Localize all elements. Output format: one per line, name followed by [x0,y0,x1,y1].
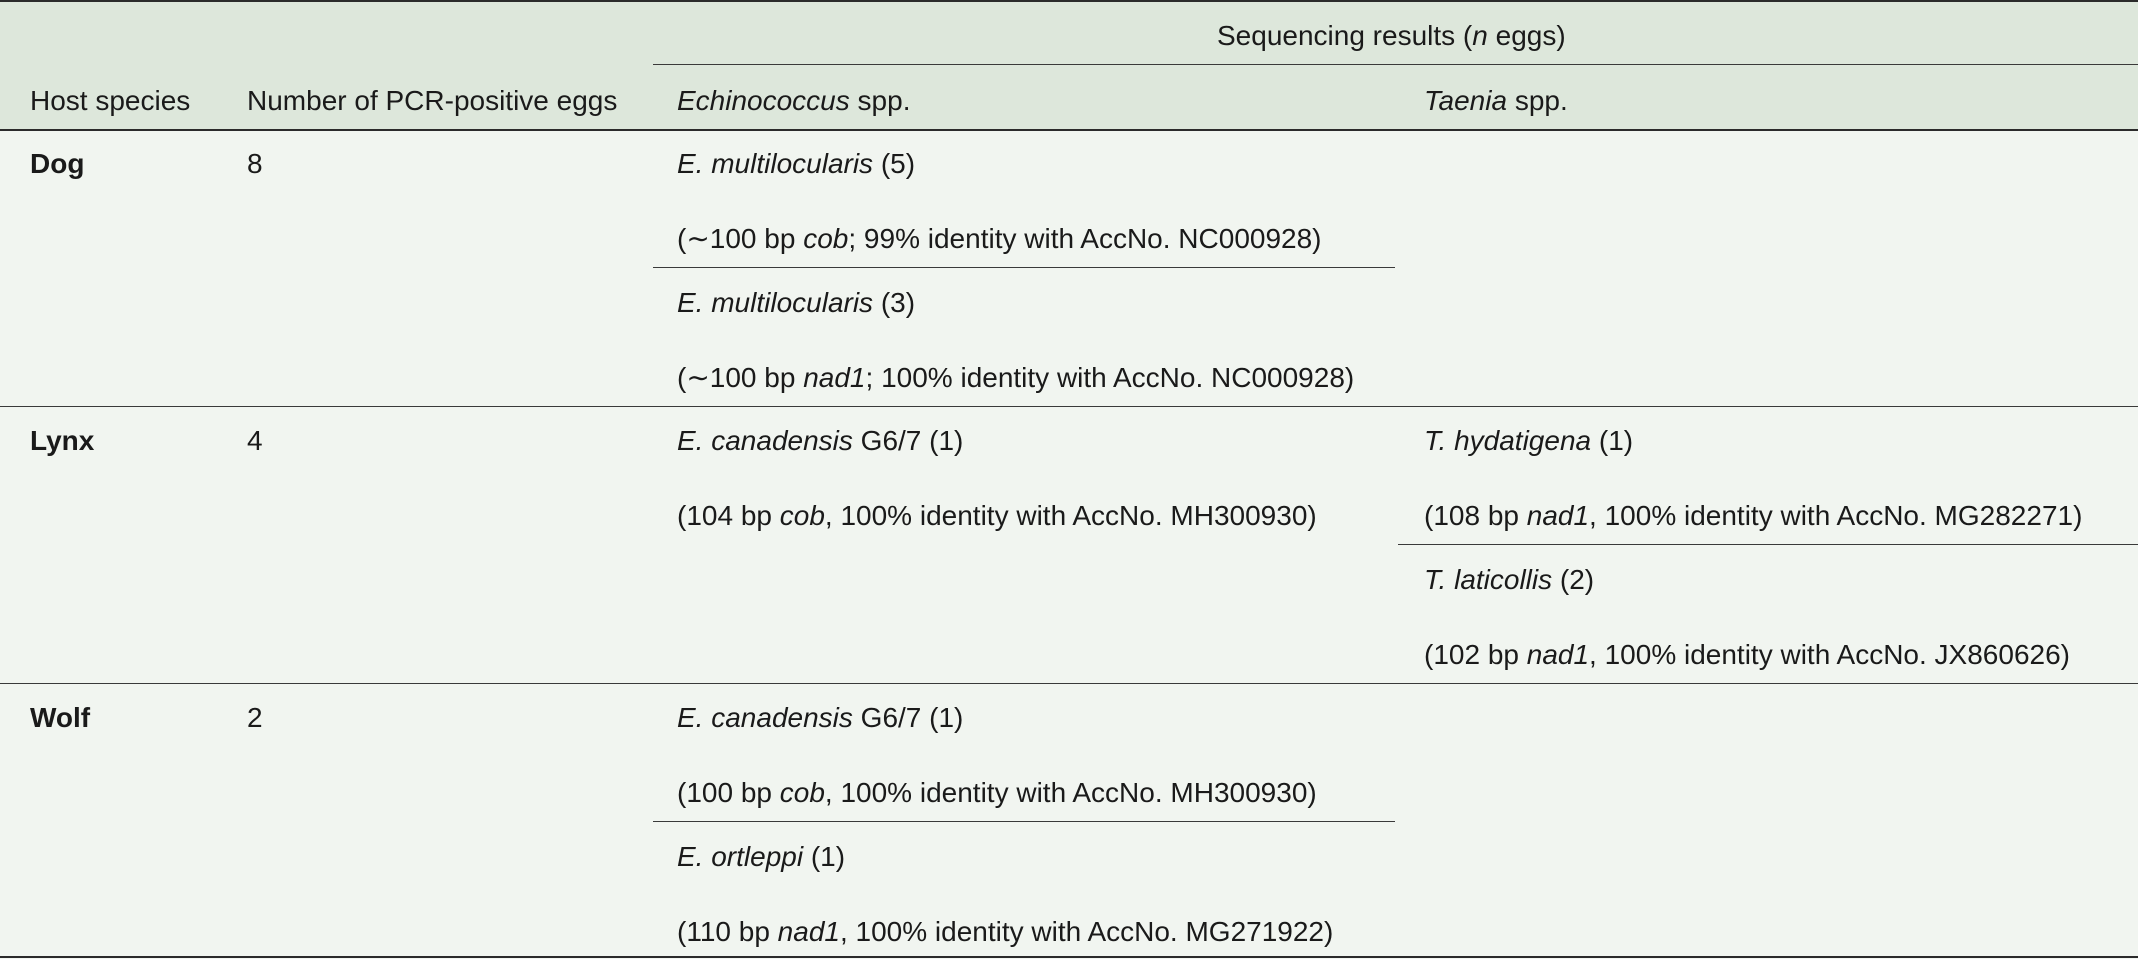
dog-echinococcus-2-detail: (∼100 bp nad1; 100% identity with AccNo.… [677,362,1355,393]
count-dog: 8 [247,148,263,179]
group-header-rule [653,64,2138,65]
wolf-echinococcus-1-detail: (100 bp cob, 100% identity with AccNo. M… [677,777,1317,808]
wolf-echinococcus-2-detail: (110 bp nad1, 100% identity with AccNo. … [677,916,1334,947]
dog-echinococcus-1-detail: (∼100 bp cob; 99% identity with AccNo. N… [677,223,1322,254]
host-lynx: Lynx [30,425,95,456]
sequencing-results-header: Sequencing results (n eggs) [1217,20,1566,51]
host-wolf: Wolf [30,702,91,733]
lynx-taenia-1-species: T. hydatigena (1) [1424,425,1634,456]
bottom-rule [0,956,2138,958]
wolf-echinococcus-1-species: E. canadensis G6/7 (1) [677,702,964,733]
wolf-echinococcus-2-species: E. ortleppi (1) [677,841,846,872]
dog-lynx-rule [0,406,2138,407]
echinococcus-header: Echinococcus spp. [677,85,911,116]
lynx-taenia-2-detail: (102 bp nad1, 100% identity with AccNo. … [1424,639,2070,670]
pcr-positive-header: Number of PCR-positive eggs [247,85,618,116]
host-species-header: Host species [30,85,191,116]
table-header-background [0,2,2138,130]
lynx-echinococcus-1-detail: (104 bp cob, 100% identity with AccNo. M… [677,500,1317,531]
lynx-wolf-rule [0,683,2138,684]
dog-inner-rule [653,267,1395,268]
count-lynx: 4 [247,425,263,456]
lynx-taenia-2-species: T. laticollis (2) [1424,564,1595,595]
lynx-inner-rule [1398,544,2138,545]
lynx-echinococcus-1-species: E. canadensis G6/7 (1) [677,425,964,456]
top-rule [0,0,2138,2]
count-wolf: 2 [247,702,263,733]
taenia-header: Taenia spp. [1424,85,1568,116]
dog-echinococcus-1-species: E. multilocularis (5) [677,148,916,179]
lynx-taenia-1-detail: (108 bp nad1, 100% identity with AccNo. … [1424,500,2083,531]
dog-echinococcus-2-species: E. multilocularis (3) [677,287,916,318]
wolf-inner-rule [653,821,1395,822]
header-bottom-rule [0,129,2138,131]
host-dog: Dog [30,148,85,179]
